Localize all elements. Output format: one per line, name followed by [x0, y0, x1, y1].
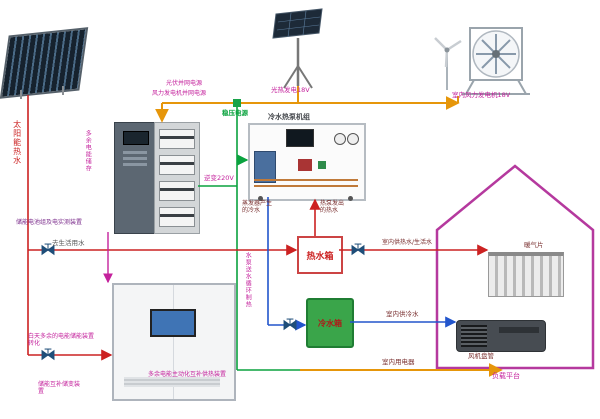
label-surplus-energy-storage: 多余电能储存 — [84, 130, 92, 172]
hot-water-tank: 热水箱 — [297, 236, 343, 274]
label-inverter-220v: 逆变220V — [204, 174, 234, 182]
storage-inverter-cabinet — [112, 283, 236, 401]
label-domestic-water: 去生活用水 — [52, 239, 85, 247]
label-pump-circulation: 水泵送水循环制热 — [244, 252, 252, 308]
valve-block — [318, 161, 326, 169]
label-surplus-heat-supply: 多余电能主动化互补供热装置 — [148, 371, 227, 378]
label-pv-parallel-power: 光伏并网电源 — [166, 80, 203, 87]
fan-coil-unit — [456, 320, 546, 352]
cabinet-indicator-row — [123, 163, 147, 166]
valve — [351, 243, 365, 255]
compressor — [298, 159, 312, 171]
label-heat-pump-hot-water: 热泵发出的热水 — [320, 200, 345, 215]
battery-tray — [159, 181, 195, 201]
cabinet-vent — [124, 377, 220, 387]
label-storage-inverter: 储能互补储变装置 — [38, 381, 81, 396]
label-wind-parallel-power: 风力发电机并网电源 — [152, 90, 207, 97]
cabinet-indicator-row — [123, 151, 147, 154]
label-radiator: 暖气片 — [524, 241, 544, 249]
cabinet-screen — [123, 131, 149, 145]
inverter-screen — [150, 309, 196, 337]
pressure-gauge — [334, 133, 346, 145]
bench-wheel — [258, 196, 263, 201]
cabinet-button-grid — [123, 177, 147, 221]
cold-water-tank: 冷水箱 — [306, 298, 354, 348]
pressure-gauge — [347, 133, 359, 145]
label-solar-hot-water: 太阳能热水 — [12, 120, 22, 165]
bench-monitor — [286, 129, 314, 147]
label-evaporator-cold-water: 蒸发器产生的冷水 — [242, 200, 273, 215]
voltage-regulator-node — [233, 99, 241, 107]
copper-pipe — [254, 185, 358, 187]
label-pv-generation: 光热发电18V — [271, 86, 310, 94]
label-battery-cabinet: 储能电池组及电实测装置 — [16, 219, 83, 226]
cold-tank-label: 冷水箱 — [318, 318, 342, 328]
heat-pump-unit — [248, 123, 366, 201]
hot-tank-label: 热水箱 — [306, 251, 334, 262]
cabinet-indicator-row — [123, 157, 147, 160]
solar-collector-leg — [62, 86, 64, 95]
label-voltage-regulator: 稳压电源 — [222, 109, 248, 117]
fan-coil-grille — [461, 325, 487, 347]
label-fan-coil: 风机盘管 — [468, 352, 494, 360]
cabinet-seam — [173, 285, 174, 399]
battery-tray-cabinet — [154, 122, 200, 234]
bench-control-panel — [254, 151, 276, 183]
battery-tray — [159, 129, 195, 149]
label-indoor-cold-water: 室内供冷水 — [386, 310, 419, 318]
label-indoor-appliances: 室内用电器 — [382, 358, 415, 366]
label-load-platform: 负载平台 — [492, 372, 520, 380]
label-heat-pump: 冷水热泵机组 — [268, 113, 310, 121]
fan-coil-vent — [499, 327, 539, 333]
valve — [41, 348, 55, 360]
wind-turbine-assembly — [434, 27, 530, 95]
pv-panel-station — [272, 8, 323, 89]
radiator — [488, 252, 564, 297]
label-daytime-surplus: 白天多余的电能储能装置转化 — [28, 333, 95, 348]
label-indoor-hot-water: 室内供热水/生活水 — [382, 239, 433, 246]
copper-pipe — [254, 179, 358, 181]
battery-control-cabinet — [114, 122, 156, 234]
battery-tray — [159, 207, 195, 227]
battery-tray — [159, 155, 195, 175]
solar-collector — [0, 27, 89, 99]
label-wind-generation: 室内风力发电机18V — [452, 91, 511, 99]
bench-wheel — [348, 196, 353, 201]
solar-collector-leg — [20, 90, 22, 99]
valve — [283, 318, 297, 330]
